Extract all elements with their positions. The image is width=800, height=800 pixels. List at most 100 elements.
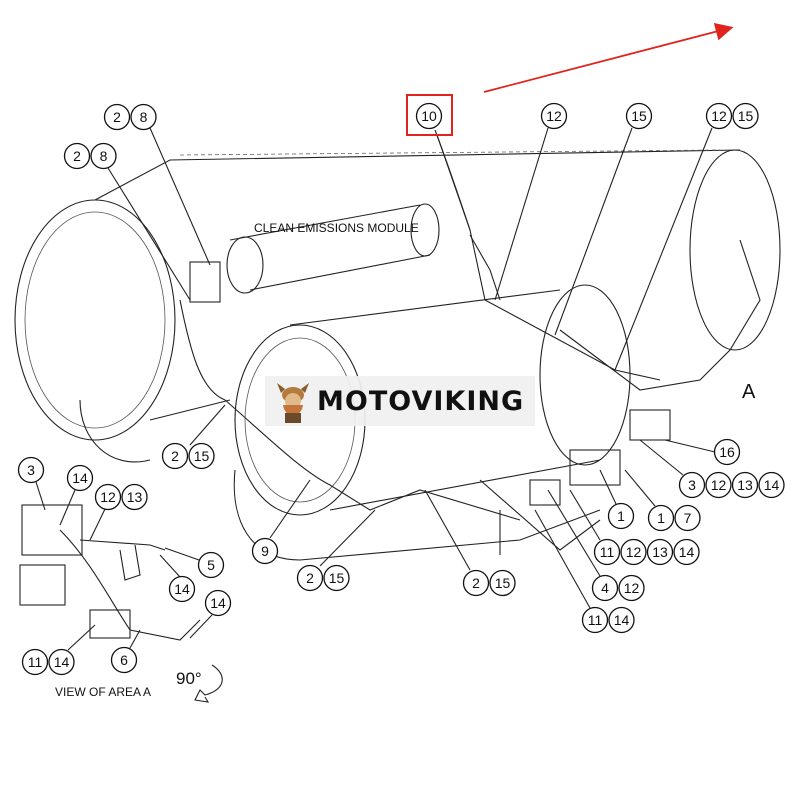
callout-bubble	[540, 102, 568, 130]
callout-highlighted: 10	[415, 102, 443, 130]
viking-logo-icon	[277, 383, 309, 423]
highlight-arrow-icon	[483, 22, 734, 93]
callout-number: 6	[120, 652, 128, 668]
callout-bubble	[731, 471, 759, 499]
callout-number: 12	[711, 477, 727, 493]
rotation-label: 90°	[176, 669, 202, 688]
callout-bubble	[415, 102, 443, 130]
callout-number: 11	[600, 544, 615, 560]
callout-number: 11	[28, 654, 43, 670]
callout-bubble	[489, 569, 516, 597]
callout-bubble	[625, 102, 653, 130]
callout-bubble	[21, 648, 49, 676]
callout-bubble	[66, 464, 94, 492]
callout-number: 2	[73, 148, 81, 164]
highlight-box	[406, 94, 453, 136]
callout-number: 12	[624, 580, 640, 596]
callout-bubble	[110, 646, 138, 674]
callout-bubble	[608, 606, 635, 634]
callout-bubble	[673, 538, 700, 566]
callout-number: 12	[626, 544, 642, 560]
callout-bubble	[296, 564, 324, 592]
callout-bubble	[674, 504, 701, 532]
callout-bubble	[204, 589, 232, 617]
watermark-banner: MOTOVIKING	[265, 376, 535, 426]
watermark-text: MOTOVIKING	[317, 385, 525, 417]
callout-bubble	[647, 504, 675, 532]
callout-bubble	[758, 471, 785, 499]
callout-number: 5	[207, 557, 215, 573]
callout: 5	[197, 551, 225, 579]
callout-number: 10	[421, 108, 437, 124]
callout-number: 15	[194, 448, 210, 464]
callout-number: 8	[100, 148, 108, 164]
rear-canister	[14, 149, 781, 441]
callout: 6	[110, 646, 138, 674]
callout-bubble	[620, 538, 647, 566]
callout-bubble	[251, 537, 279, 565]
callout: 11 12 13 14	[593, 538, 700, 566]
callout-bubble	[607, 502, 635, 530]
callout-number: 12	[100, 489, 116, 505]
callout-bubble	[103, 103, 131, 131]
callout-number: 2	[113, 109, 121, 125]
callout-number: 3	[688, 477, 696, 493]
rotation-arrow-icon	[194, 664, 223, 703]
callout-bubble	[121, 483, 148, 511]
callout-bubble	[732, 102, 759, 130]
module-title: CLEAN EMISSIONS MODULE	[254, 221, 419, 235]
upper-tube	[226, 203, 440, 294]
callout-bubble	[618, 574, 645, 602]
callout-number: 13	[652, 544, 668, 560]
callout-bubble	[581, 606, 609, 634]
callout-bubble	[705, 471, 732, 499]
callout-bubble	[94, 483, 122, 511]
callout-number: 14	[210, 595, 226, 611]
callout-number: 2	[306, 570, 314, 586]
callout-bubble	[63, 142, 91, 170]
callout-bubble	[323, 564, 350, 592]
callout-bubble	[678, 471, 706, 499]
callout-bubble	[48, 648, 75, 676]
callout-number: 15	[738, 108, 754, 124]
callout-number: 12	[711, 108, 727, 124]
callout-bubble	[130, 103, 157, 131]
callout: 1	[607, 502, 635, 530]
callout-number: 2	[171, 448, 179, 464]
callout-number: 2	[472, 575, 480, 591]
callout-bubble	[17, 456, 45, 484]
callout-bubble	[462, 569, 490, 597]
callout-bubble	[646, 538, 674, 566]
callout-number: 8	[140, 109, 148, 125]
callout-number: 1	[617, 508, 625, 524]
callout-number: 7	[684, 510, 692, 526]
callout-number: 3	[27, 462, 35, 478]
callout-number: 1	[657, 510, 665, 526]
leader-lines	[35, 127, 716, 651]
callout: 12	[540, 102, 568, 130]
callout-bubble	[168, 575, 196, 603]
callout: 14	[66, 464, 94, 492]
callout-number: 9	[261, 543, 269, 559]
callout-number: 14	[764, 477, 780, 493]
callout-bubble	[90, 142, 117, 170]
callout: 9	[251, 537, 279, 565]
callout-number: 14	[679, 544, 695, 560]
callout-number: 14	[614, 612, 630, 628]
callout-bubble	[161, 442, 189, 470]
callout-number: 14	[174, 581, 190, 597]
callout-bubble	[705, 102, 733, 130]
callout: 11 14	[581, 606, 635, 634]
callout: 15	[625, 102, 653, 130]
callout: 16	[713, 438, 741, 466]
view-label: VIEW OF AREA A	[55, 685, 151, 699]
callout: 2 15	[161, 442, 215, 470]
callout: 14	[168, 575, 196, 603]
callout-bubble	[197, 551, 225, 579]
callout-number: 11	[588, 612, 603, 628]
